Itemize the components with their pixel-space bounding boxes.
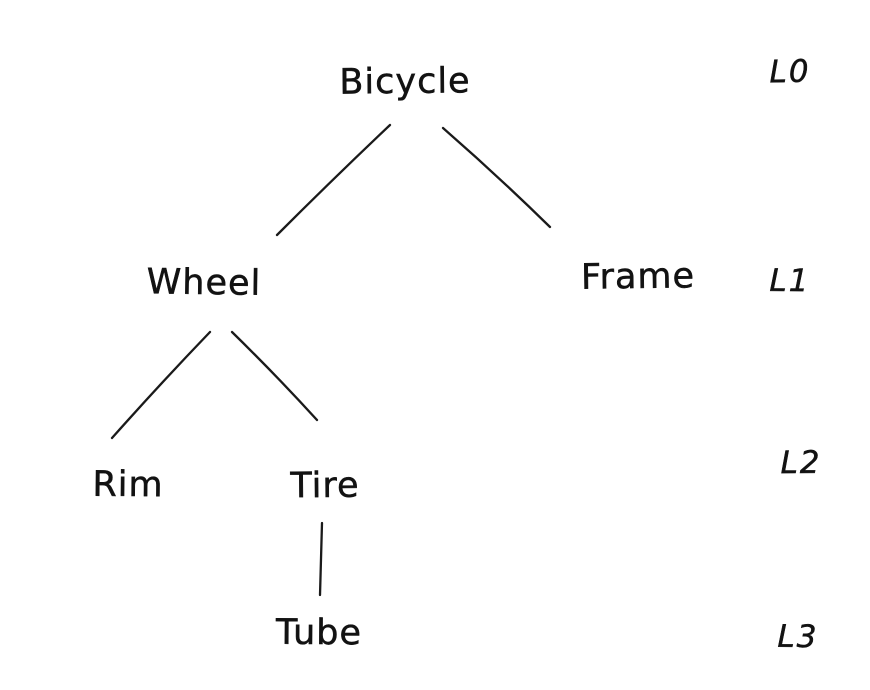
node-rim: Rim xyxy=(92,464,164,506)
node-bicycle: Bicycle xyxy=(339,61,471,103)
node-tire: Tire xyxy=(290,465,360,507)
edge-tire-tube xyxy=(318,521,324,597)
node-frame: Frame xyxy=(580,256,696,298)
level-label-l3: L3 xyxy=(777,618,819,656)
edge-bicycle-frame xyxy=(441,126,552,229)
edge-bicycle-wheel xyxy=(275,123,392,237)
edge-wheel-tire xyxy=(230,330,319,422)
node-tube: Tube xyxy=(275,612,363,654)
level-label-l0: L0 xyxy=(769,53,811,91)
edge-wheel-rim xyxy=(110,330,212,440)
level-label-l2: L2 xyxy=(780,444,822,482)
node-wheel: Wheel xyxy=(146,262,262,304)
level-label-l1: L1 xyxy=(769,262,811,300)
